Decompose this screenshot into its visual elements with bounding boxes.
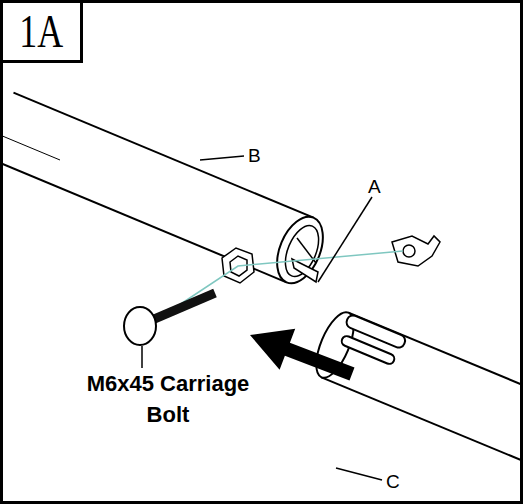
end-insert	[279, 221, 326, 282]
tube-b	[0, 93, 332, 290]
leader-lines	[142, 156, 382, 480]
alignment-line	[158, 251, 403, 319]
carriage-bolt	[124, 293, 215, 345]
direction-arrow	[250, 329, 355, 381]
part-letter: B	[246, 146, 263, 165]
part-letter: A	[366, 177, 383, 196]
tube-c	[309, 307, 523, 462]
step-number: 1A	[20, 9, 64, 55]
hardware-name: M6x45 Carriage Bolt	[63, 368, 273, 430]
part-letter: C	[384, 472, 402, 491]
step-number-box: 1A	[3, 3, 83, 63]
